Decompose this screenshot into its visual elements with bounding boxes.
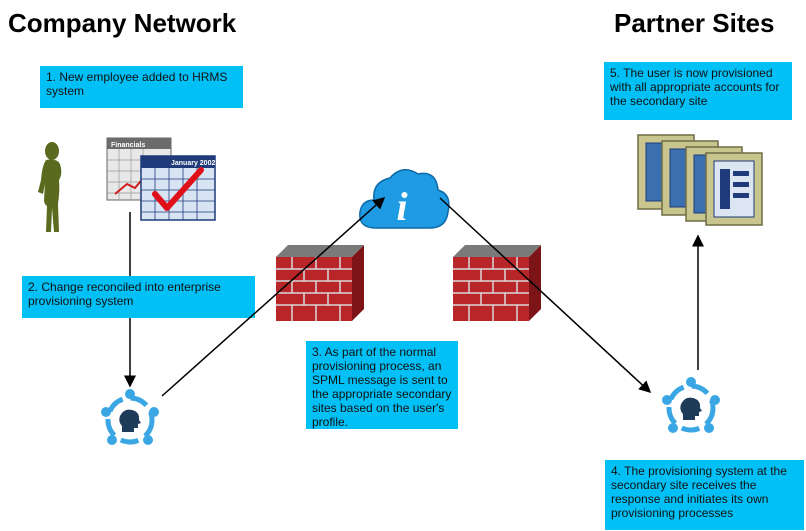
provisioning-node-right-icon — [659, 376, 723, 440]
employee-person-icon — [32, 140, 68, 236]
hrms-calendar-icon: Financials January 2002 — [105, 136, 220, 222]
provisioning-node-left-icon — [98, 388, 162, 452]
firewall-left-icon — [272, 235, 368, 325]
partner-servers-icon — [634, 127, 766, 227]
callout-step-1: 1. New employee added to HRMS system — [40, 66, 243, 108]
callout-step-2: 2. Change reconciled into enterprise pro… — [22, 276, 255, 318]
cloud-symbol: i — [396, 184, 407, 229]
hrms-front-label: January 2002 — [171, 160, 215, 167]
callout-step-5: 5. The user is now provisioned with all … — [604, 62, 792, 120]
info-cloud-icon: i — [356, 162, 452, 238]
callout-step-3: 3. As part of the normal provisioning pr… — [306, 341, 458, 429]
heading-company-network: Company Network — [8, 8, 237, 38]
firewall-right-icon — [449, 235, 545, 325]
hrms-back-label: Financials — [111, 142, 145, 149]
heading-partner-sites: Partner Sites — [614, 8, 775, 38]
callout-step-4: 4. The provisioning system at the second… — [605, 460, 804, 530]
